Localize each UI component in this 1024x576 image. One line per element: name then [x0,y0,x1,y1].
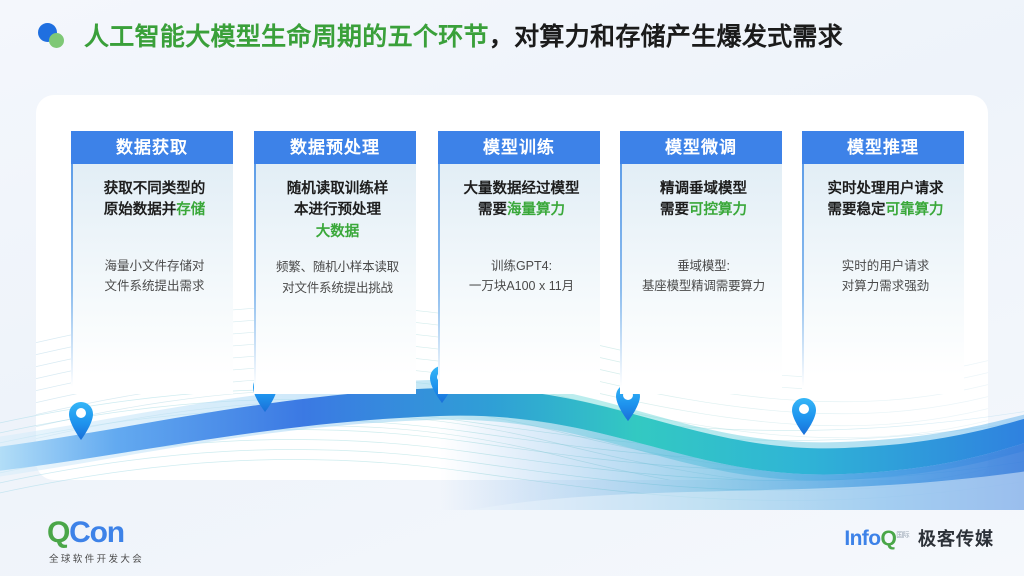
card-lead-1: 获取不同类型的 原始数据并存储 [80,179,229,222]
card-sub-1-line2: 文件系统提出需求 [104,279,205,294]
card-highlight-1: 存储 [176,202,206,219]
infoq-logo: InfoQ国际 极客传媒 [844,528,994,549]
card-data-acquisition[interactable]: 数据获取 获取不同类型的 原始数据并存储 海量小文件存储对 文件系统提出需求 [71,131,233,394]
qcon-wordmark: QCon [47,518,144,548]
card-lead-4: 精调垂域模型 需要可控算力 [629,179,778,222]
geek-media-label: 极客传媒 [918,529,994,549]
card-sub-3-line1: 训练GPT4: [490,258,553,273]
card-highlight-5: 可靠算力 [885,202,944,219]
infoq-wordmark: InfoQ国际 [844,528,909,549]
card-sub-4: 垂域模型: 基座模型精调需要算力 [629,256,778,297]
card-sub-1: 海量小文件存储对 文件系统提出需求 [80,256,229,297]
card-lead-1-line1: 获取不同类型的 [103,181,206,197]
page-title-text: 人工智能大模型生命周期的五个环节，对算力和存储产生爆发式需求 [84,22,844,51]
card-header-2: 数据预处理 [254,131,416,164]
qcon-tagline: 全球软件开发大会 [49,554,145,565]
card-sub-3-line2: 一万块A100 x 11月 [468,279,575,294]
card-sub-2: 频繁、随机小样本读取 对文件系统提出挑战 [263,257,412,298]
title-dots-decoration [38,22,70,52]
page-title: 人工智能大模型生命周期的五个环节，对算力和存储产生爆发式需求 [38,22,843,52]
page-title-dark: 对算力和存储产生爆发式需求 [514,22,844,51]
card-lead-1-line2: 原始数据并 [103,202,177,219]
card-header-3: 模型训练 [438,131,600,164]
card-sub-5: 实时的用户请求 对算力需求强劲 [811,256,960,297]
card-body-5: 实时处理用户请求 需要稳定可靠算力 实时的用户请求 对算力需求强劲 [802,164,964,394]
card-sub-3: 训练GPT4: 一万块A100 x 11月 [447,256,596,297]
card-sub-2-line2: 对文件系统提出挑战 [282,280,393,295]
card-lead-2: 随机读取训练样 本进行预处理 大数据 [263,179,412,243]
card-lead-4-line1: 精调垂域模型 [660,181,747,197]
card-highlight-3: 海量算力 [507,202,565,219]
card-body-1: 获取不同类型的 原始数据并存储 海量小文件存储对 文件系统提出需求 [71,164,233,394]
qcon-logo: QCon 全球软件开发大会 [47,518,145,566]
card-sub-5-line2: 对算力需求强劲 [841,279,930,294]
card-sub-4-line2: 基座模型精调需要算力 [641,279,765,294]
card-sub-2-line1: 频繁、随机小样本读取 [275,260,399,275]
card-lead-3-line1: 大量数据经过模型 [463,181,580,197]
card-model-finetuning[interactable]: 模型微调 精调垂域模型 需要可控算力 垂域模型: 基座模型精调需要算力 [620,131,782,394]
infoq-letter-q: Q [880,527,897,550]
card-highlight-4: 可控算力 [689,202,747,219]
card-lead-5: 实时处理用户请求 需要稳定可靠算力 [811,179,960,222]
card-sub-1-line1: 海量小文件存储对 [104,258,205,273]
card-model-inference[interactable]: 模型推理 实时处理用户请求 需要稳定可靠算力 实时的用户请求 对算力需求强劲 [802,131,964,394]
card-body-4: 精调垂域模型 需要可控算力 垂域模型: 基座模型精调需要算力 [620,164,782,394]
card-data-preprocessing[interactable]: 数据预处理 随机读取训练样 本进行预处理 大数据 频繁、随机小样本读取 对文件系… [254,131,416,394]
infoq-letters-info: Info [844,527,881,550]
card-lead-3: 大量数据经过模型 需要海量算力 [447,179,596,222]
card-lead-5-line2: 需要稳定 [827,202,886,219]
card-header-1: 数据获取 [71,131,233,164]
card-lead-2-line2: 本进行预处理 [294,202,381,219]
card-lead-2-line1: 随机读取训练样 [286,181,389,197]
card-header-4: 模型微调 [620,131,782,164]
qcon-letter-q: Q [47,516,70,549]
page-title-green: 人工智能大模型生命周期的五个环节 [84,22,489,51]
card-sub-5-line1: 实时的用户请求 [841,258,930,273]
infoq-trademark: 国际 [896,532,909,539]
card-lead-3-line2: 需要 [478,202,507,219]
page-title-comma: ， [488,22,515,51]
card-model-training[interactable]: 模型训练 大量数据经过模型 需要海量算力 训练GPT4: 一万块A100 x 1… [438,131,600,394]
card-body-2: 随机读取训练样 本进行预处理 大数据 频繁、随机小样本读取 对文件系统提出挑战 [254,164,416,394]
card-header-5: 模型推理 [802,131,964,164]
qcon-letters-con: Con [69,516,125,549]
card-body-3: 大量数据经过模型 需要海量算力 训练GPT4: 一万块A100 x 11月 [438,164,600,394]
card-lead-4-line2: 需要 [660,202,689,219]
card-sub-4-line1: 垂域模型: [677,258,730,273]
card-lead-5-line1: 实时处理用户请求 [827,181,944,197]
card-highlight-2: 大数据 [315,223,360,240]
green-dot-icon [49,33,64,48]
